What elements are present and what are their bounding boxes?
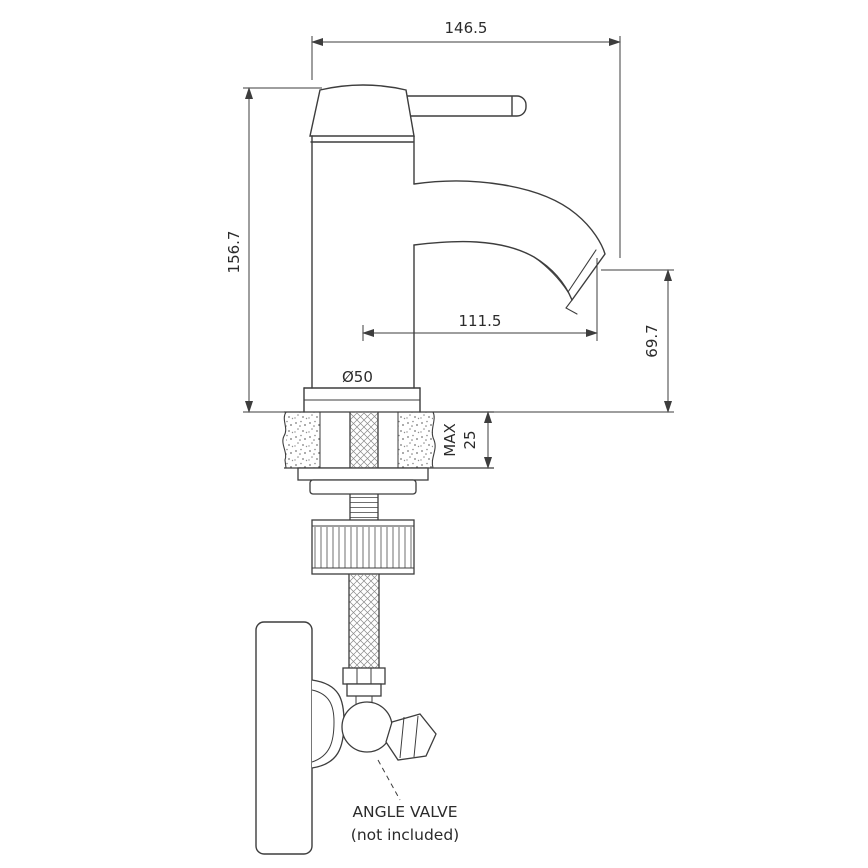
flex-hose-braid-fill — [349, 574, 379, 668]
dim-label-spout-reach: 111.5 — [459, 312, 502, 330]
deck-right-block-fill — [398, 412, 433, 468]
angle-valve-leader-line — [377, 759, 401, 801]
dim-label-overall-height: 156.7 — [225, 231, 243, 274]
valve-hex-nut-facets — [399, 715, 419, 759]
angle-valve-title: ANGLE VALVE — [352, 803, 457, 821]
dim-label-spout-height: 69.7 — [643, 324, 661, 357]
threaded-shank-edges — [349, 494, 379, 520]
mounting-nut-knurl — [313, 527, 413, 568]
dim-spout-reach — [362, 258, 598, 341]
spout-bend-highlight-line — [533, 256, 569, 293]
faucet-spout-outline — [413, 180, 606, 302]
dimension-lines — [243, 36, 674, 801]
spout-aerator-notch — [565, 299, 578, 315]
faucet-handle-lever — [397, 95, 527, 117]
valve-hex-nut — [385, 713, 437, 761]
under-counter-assembly — [297, 412, 429, 697]
deck-left-broken-edge — [282, 411, 287, 469]
annotation-labels: ANGLE VALVE (not included) — [351, 803, 459, 844]
shank-through-deck — [349, 412, 379, 468]
deck-left-block-fill — [286, 412, 320, 468]
dim-overall-height — [243, 87, 322, 413]
dim-label-deck-max-value: 25 — [461, 430, 479, 449]
spout-outlet-inner-line — [567, 249, 597, 293]
angle-valve — [311, 679, 437, 769]
dim-overall-width — [311, 36, 621, 258]
dimension-labels: 146.5 156.7 111.5 69.7 Ø50 MAX 25 — [225, 19, 661, 457]
wall-bracket-inner-line — [311, 689, 335, 763]
seal-plate — [309, 479, 417, 495]
wall-bracket — [311, 679, 345, 769]
deck-right-broken-edge — [431, 411, 436, 469]
dim-label-deck-max: MAX — [441, 423, 459, 456]
wall-panel-body — [255, 621, 313, 855]
valve-body — [341, 701, 393, 753]
flex-hose-edges — [348, 574, 380, 668]
shank-braid-fill — [350, 412, 378, 468]
dim-label-base-diameter: Ø50 — [342, 368, 373, 386]
hose-adapter — [346, 683, 382, 697]
washer-plate — [297, 467, 429, 481]
counter-deck — [282, 411, 494, 469]
dim-spout-height — [436, 269, 674, 413]
angle-valve-note: (not included) — [351, 826, 459, 844]
threaded-shank-fill — [350, 494, 378, 520]
hose-compression-nut — [342, 667, 386, 685]
mounting-nut-collars — [312, 525, 414, 569]
dim-label-overall-width: 146.5 — [445, 19, 488, 37]
faucet-top-cap — [309, 84, 415, 137]
wall-panel — [255, 621, 313, 855]
hose-compression-nut-facets — [356, 668, 372, 684]
faucet-drawing — [303, 84, 606, 413]
